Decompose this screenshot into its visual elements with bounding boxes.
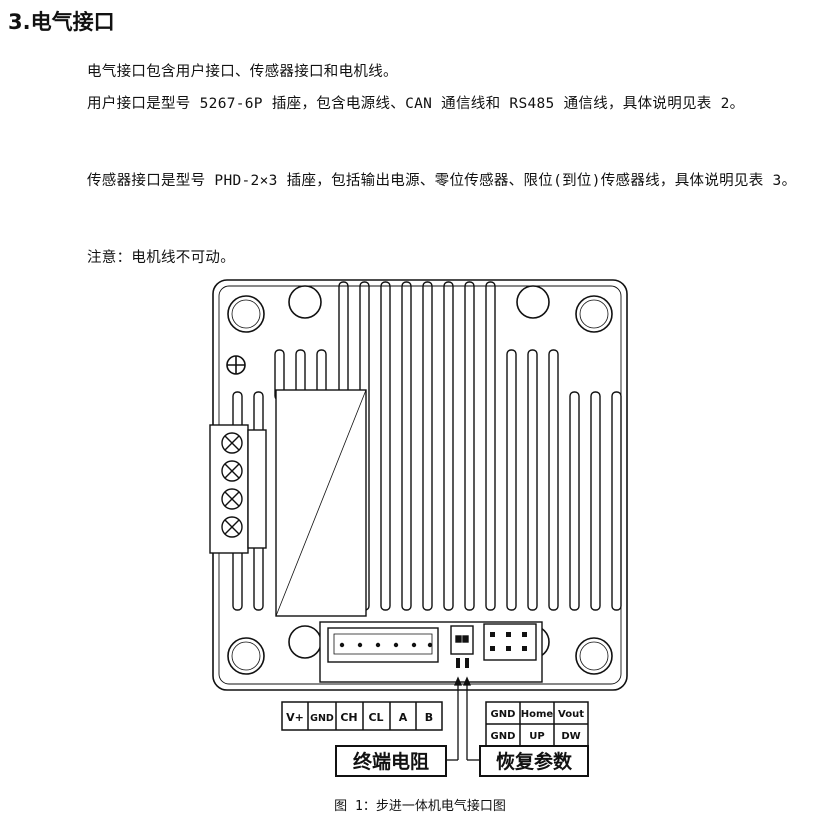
pin-label: Home xyxy=(521,709,554,720)
restore-label-box xyxy=(479,745,589,777)
mount-hole-top-left xyxy=(227,295,265,333)
pin-label: GND xyxy=(310,713,334,724)
sensor-pin-labels xyxy=(485,701,589,747)
mount-hole-bottom-left xyxy=(227,637,265,675)
paragraph-sensor-interface: 传感器接口是型号 PHD-2×3 插座，包括输出电源、零位传感器、限位(到位)传… xyxy=(87,173,797,189)
section-title: 3.电气接口 xyxy=(8,10,115,34)
pin-label: A xyxy=(399,711,408,724)
sensor-connector xyxy=(483,623,537,661)
pin-label: UP xyxy=(529,731,544,742)
paragraph-overview: 电气接口包含用户接口、传感器接口和电机线。 xyxy=(87,64,398,80)
dip-switch[interactable] xyxy=(450,625,474,655)
termination-resistor-label: 终端电阻 xyxy=(353,750,429,773)
paragraph-note: 注意：电机线不可动。 xyxy=(87,250,235,266)
pin-label: V+ xyxy=(286,711,304,724)
pin-label: CL xyxy=(368,711,383,724)
electrical-interface-figure: V+ GND CH CL A B GND Home Vout GND UP DW… xyxy=(0,270,840,799)
figure-caption: 图 1：步进一体机电气接口图 xyxy=(334,799,506,814)
user-pin-labels xyxy=(281,701,443,731)
mount-hole-bottom-right xyxy=(575,637,613,675)
pin-label: GND xyxy=(491,709,516,720)
pin-label: DW xyxy=(561,731,580,742)
driver-diagram: V+ GND CH CL A B GND Home Vout GND UP DW… xyxy=(209,279,628,777)
pin-label: B xyxy=(425,711,433,724)
pin-label: Vout xyxy=(558,709,584,720)
restore-parameters-label: 恢复参数 xyxy=(496,750,573,773)
pin-label: CH xyxy=(340,711,357,724)
mount-hole-top-right xyxy=(575,295,613,333)
termination-label-box xyxy=(335,745,447,777)
motor-terminal-block xyxy=(209,424,267,554)
paragraph-user-interface: 用户接口是型号 5267-6P 插座，包含电源线、CAN 通信线和 RS485 … xyxy=(87,96,745,112)
pin-label: GND xyxy=(491,731,516,742)
